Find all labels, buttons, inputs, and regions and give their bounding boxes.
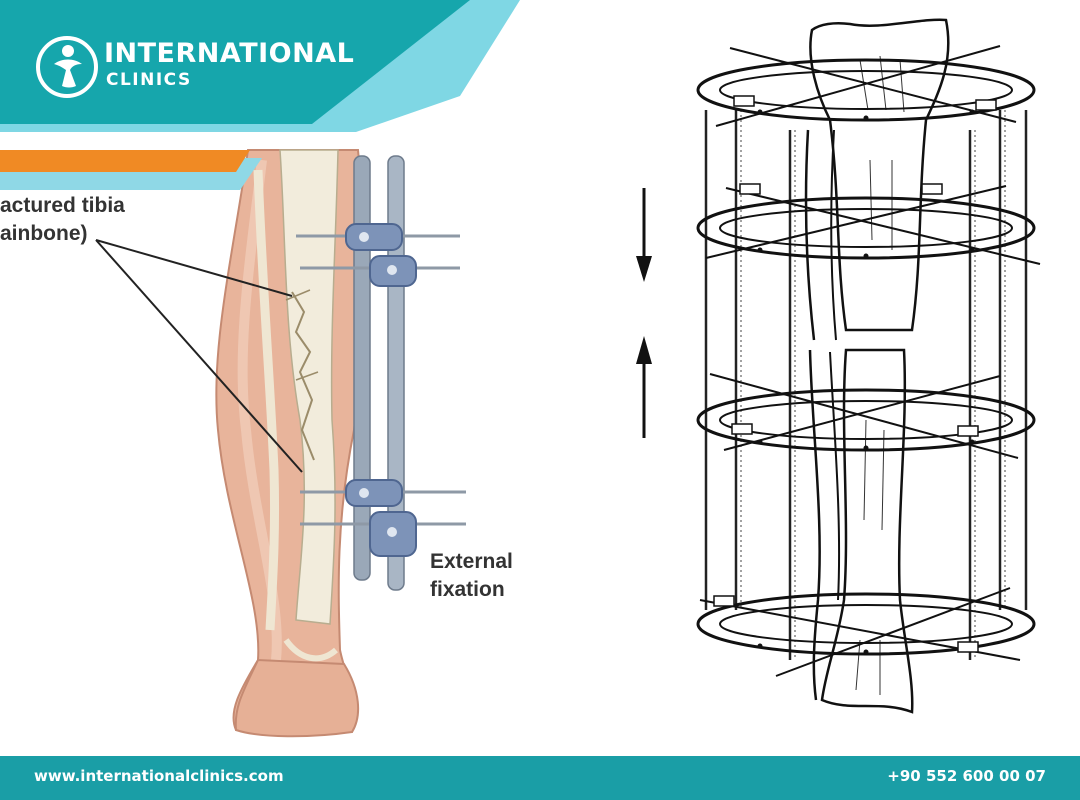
brand-banner [0,0,520,190]
person-figure-icon [36,36,98,98]
website-link[interactable]: www.internationalclinics.com [34,767,284,785]
footer-bar: www.internationalclinics.com +90 552 600… [0,756,1080,800]
fracture-label-line1: actured tibia [0,194,125,217]
phone-number[interactable]: +90 552 600 00 07 [887,767,1046,785]
compression-arrow-up-icon [636,336,652,438]
brand-subtitle: CLINICS [106,70,192,90]
fracture-label-line2: ainbone) [0,222,88,245]
ring-fixator-illustration [636,18,1041,714]
fracture-label: actured tibia ainbone) [0,192,125,248]
fixation-label-line2: fixation [430,578,505,601]
leg-external-fixation-illustration [95,149,466,738]
fixation-label: External fixation [430,548,513,604]
compression-arrow-down-icon [636,188,652,282]
fixation-label-line1: External [430,550,513,573]
brand-title: INTERNATIONAL [104,38,355,69]
